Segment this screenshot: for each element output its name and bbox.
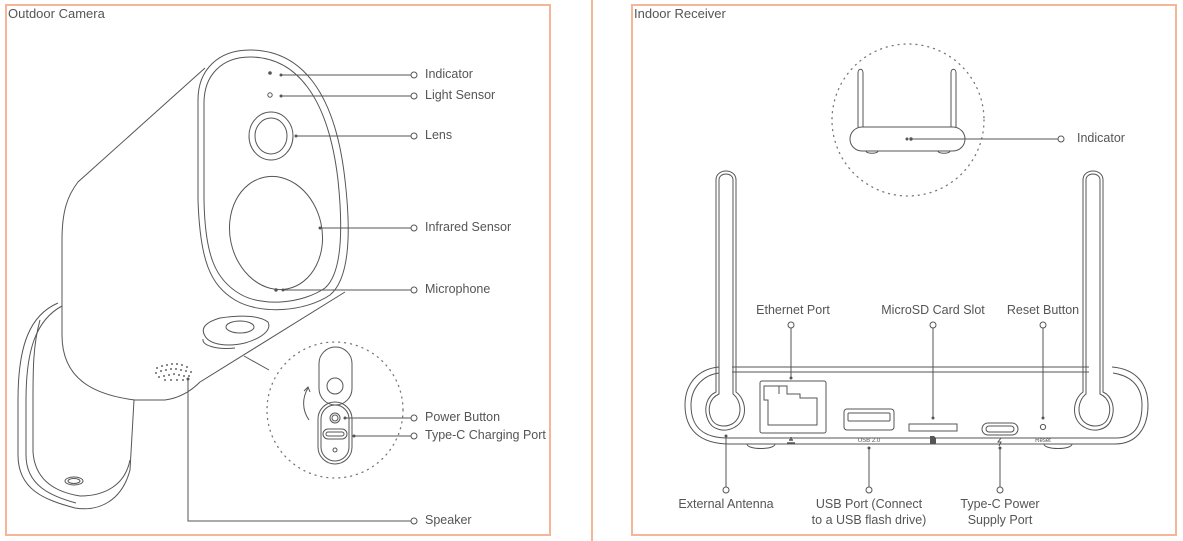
type-c-port xyxy=(981,422,1019,436)
ethernet-icon xyxy=(787,437,795,444)
label-ethernet-port: Ethernet Port xyxy=(756,303,830,317)
sd-card-icon xyxy=(930,436,936,444)
camera-mount xyxy=(17,302,135,510)
label-power-button: Power Button xyxy=(425,410,501,424)
label-light-sensor: Light Sensor xyxy=(425,88,496,102)
label-microphone: Microphone xyxy=(425,282,491,296)
label-type-c-charging-port: Type-C Charging Port xyxy=(425,428,546,442)
label-camera-indicator: Indicator xyxy=(425,67,473,81)
camera-callout-leader xyxy=(243,355,270,371)
camera-body xyxy=(61,49,349,401)
camera-bottom-cover xyxy=(202,315,270,349)
label-infrared-sensor: Infrared Sensor xyxy=(425,220,512,234)
outdoor-camera-title: Outdoor Camera xyxy=(8,6,105,21)
indoor-receiver-title: Indoor Receiver xyxy=(634,6,726,21)
receiver-callout-circle xyxy=(831,43,985,197)
microsd-slot xyxy=(908,423,958,432)
camera-indicator-dot xyxy=(268,71,272,75)
camera-light-sensor xyxy=(267,92,273,98)
lightning-icon xyxy=(997,437,1002,447)
camera-microphone-dot xyxy=(274,288,278,292)
panel-divider xyxy=(591,0,593,541)
label-type-c-power-line1: Type-C Power xyxy=(960,497,1040,511)
camera-lens-inner xyxy=(254,117,288,155)
label-usb-port-line1: USB Port (Connect xyxy=(815,497,923,511)
label-speaker: Speaker xyxy=(425,513,472,527)
camera-lens-outer xyxy=(248,111,294,161)
usb-port-marking: USB 2.0 xyxy=(857,438,881,444)
indoor-receiver-panel: Indoor Receiver xyxy=(631,4,1177,536)
camera-infrared-sensor xyxy=(228,175,324,291)
reset-pinhole xyxy=(1039,423,1047,431)
rotate-arrow-icon xyxy=(303,387,310,421)
label-type-c-power-line2: Supply Port xyxy=(967,513,1033,527)
receiver-indicator-marker xyxy=(1057,135,1065,143)
reset-marking: Reset xyxy=(1035,438,1051,444)
label-usb-port-line2: to a USB flash drive) xyxy=(811,513,927,527)
camera-speaker-grille xyxy=(155,363,192,381)
label-microsd-card-slot: MicroSD Card Slot xyxy=(881,303,985,317)
camera-callout-circle xyxy=(266,341,404,479)
label-receiver-indicator: Indicator xyxy=(1077,131,1125,145)
label-reset-button: Reset Button xyxy=(1006,303,1080,317)
ethernet-port xyxy=(759,380,827,434)
camera-port-detail xyxy=(303,346,353,465)
camera-leader-lines xyxy=(186,71,418,525)
receiver-leader-lines xyxy=(722,321,1047,494)
receiver-right-antenna xyxy=(1074,170,1114,431)
label-lens: Lens xyxy=(425,128,453,142)
usb-port xyxy=(843,408,895,431)
label-external-antenna: External Antenna xyxy=(678,497,774,511)
receiver-left-antenna xyxy=(705,170,745,431)
